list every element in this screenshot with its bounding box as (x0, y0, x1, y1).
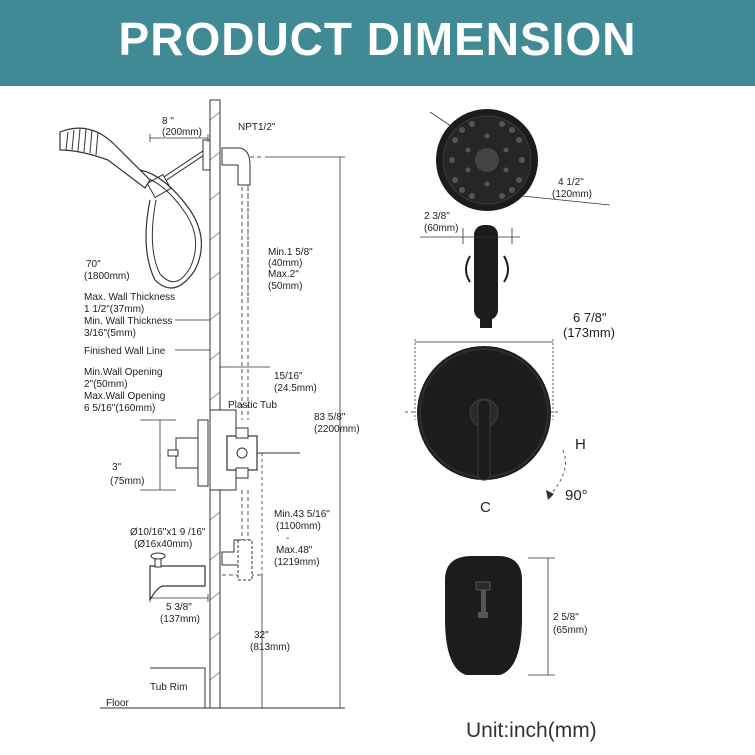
valve-trim-front (417, 346, 551, 481)
stub-min-mm-label: (40mm) (268, 258, 302, 269)
trim-diameter-mm-label: (173mm) (563, 325, 615, 340)
arm-length-label: 8 " (162, 116, 174, 127)
hose-outer (139, 169, 203, 289)
valve-trim-side (167, 419, 209, 487)
shower-arm (146, 139, 211, 199)
dimension-drawing: 8 " (200mm) NPT1/2" 70" (1800mm) Max. Wa… (59, 99, 615, 709)
min-wall-value: 3/16"(5mm) (84, 328, 136, 339)
valve-spout-min-mm-label: (1100mm) (276, 521, 321, 532)
valve-depth-mm-label: (24.5mm) (274, 383, 317, 394)
hot-label: H (575, 436, 586, 453)
valve-offset-label: 3" (112, 462, 122, 473)
hose-label: 70" (86, 259, 101, 270)
tub-spout-front (445, 556, 522, 675)
valve-offset-mm-label: (75mm) (110, 476, 144, 487)
supply-pipe (222, 156, 262, 576)
page-title: PRODUCT DIMENSION (118, 13, 637, 65)
stub-max-mm-label: (50mm) (268, 281, 302, 292)
valve-body (209, 409, 300, 491)
min-wall-title: Min. Wall Thickness (84, 316, 172, 327)
max-opening-value: 6 5/16"(160mm) (84, 403, 155, 414)
hand-shower-front (436, 109, 538, 328)
rotation-label: 90° (565, 487, 588, 504)
tub-spout-side (149, 552, 206, 601)
finished-wall (209, 99, 221, 709)
valve-depth-label: 15/16" (274, 371, 303, 382)
npt-label: NPT1/2" (238, 122, 276, 133)
unit-label: Unit:inch(mm) (466, 719, 597, 742)
spout-pipe-label: Ø10/16"x1 9 /16" (130, 527, 206, 538)
valve-spout-max-mm-label: (1219mm) (274, 557, 320, 568)
spout-pipe-mm-label: (Ø16x40mm) (134, 539, 192, 550)
plastic-tub-label: Plastic Tub (228, 400, 277, 411)
hand-shower-side (59, 127, 151, 189)
min-opening-value: 2"(50mm) (84, 379, 128, 390)
max-opening-title: Max.Wall Opening (84, 391, 165, 402)
tub-rim-label: Tub Rim (150, 682, 187, 693)
dimension-lines-left (140, 134, 345, 708)
max-wall-value: 1 1/2"(37mm) (84, 304, 144, 315)
valve-spout-max-label: Max.48" (276, 545, 313, 556)
valve-spout-min-label: Min.43 5/16" (274, 509, 330, 520)
finished-wall-label: Finished Wall Line (84, 346, 166, 357)
spout-depth-mm-label: (65mm) (553, 625, 587, 636)
floor-label: Floor (106, 698, 129, 709)
total-height-mm-label: (2200mm) (314, 424, 360, 435)
top-elbow (221, 147, 251, 186)
head-diameter-mm-label: (120mm) (552, 189, 592, 200)
spout-length-label: 5 3/8" (166, 602, 192, 613)
hose-inner (139, 175, 197, 283)
spout-depth-label: 2 5/8" (553, 612, 579, 623)
head-diameter-label: 4 1/2" (558, 177, 584, 188)
handle-width-label: 2 3/8" (424, 211, 450, 222)
max-wall-title: Max. Wall Thickness (84, 292, 175, 303)
tub-rim-line (150, 667, 206, 708)
header-banner: PRODUCT DIMENSION (0, 0, 755, 86)
dimension-lines-spout (528, 557, 555, 676)
spout-fitting (237, 539, 253, 581)
handle-width-mm-label: (60mm) (424, 223, 458, 234)
total-height-label: 83 5/8" (314, 412, 346, 423)
cold-label: C (480, 499, 491, 516)
dimension-lines-head (420, 111, 611, 244)
spout-height-mm-label: (813mm) (250, 642, 290, 653)
dash-label: - (286, 533, 289, 544)
stub-min-label: Min.1 5/8" (268, 247, 313, 258)
trim-diameter-label: 6 7/8" (573, 310, 607, 325)
stub-max-label: Max.2" (268, 269, 299, 280)
hose-mm-label: (1800mm) (84, 271, 130, 282)
spout-length-mm-label: (137mm) (160, 614, 200, 625)
arm-length-mm-label: (200mm) (162, 127, 202, 138)
spout-height-label: 32" (254, 630, 269, 641)
min-opening-title: Min.Wall Opening (84, 367, 163, 378)
